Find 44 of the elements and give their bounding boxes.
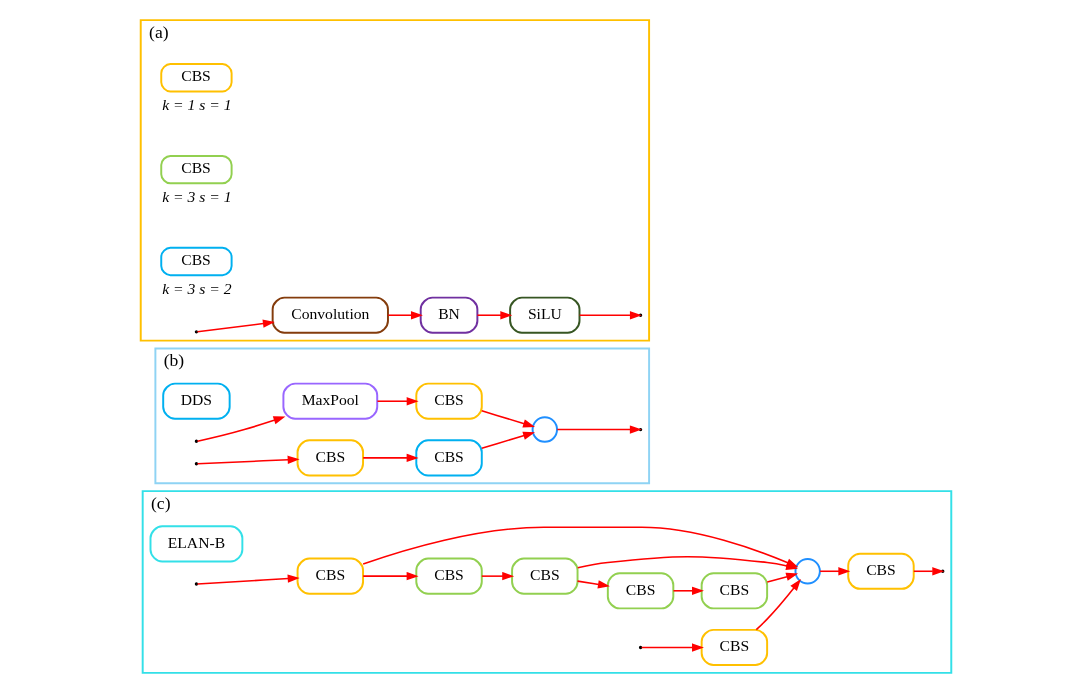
arrow xyxy=(196,416,286,443)
arrow xyxy=(376,397,419,406)
node-box: Convolution xyxy=(271,296,389,334)
node-box: DDS xyxy=(162,382,231,420)
arrow xyxy=(481,431,536,450)
node-box: CBS xyxy=(415,382,483,420)
node-box: CBS xyxy=(296,439,364,477)
node-box: CBS xyxy=(415,439,483,477)
arrow xyxy=(576,580,610,589)
node-box: CBS xyxy=(700,572,769,610)
node-box: CBS xyxy=(160,154,233,185)
node-box: CBS xyxy=(606,572,675,610)
node-circle xyxy=(531,416,558,443)
node-box: CBS xyxy=(700,628,769,667)
node-label: k = 3 s = 1 xyxy=(162,187,232,205)
node-box: ELAN-B xyxy=(149,525,244,563)
arrow xyxy=(819,567,851,576)
node-box: CBS xyxy=(847,552,915,590)
arrow xyxy=(196,455,300,465)
node-label: k = 1 s = 1 xyxy=(162,95,232,113)
arrow xyxy=(196,574,300,585)
arrow xyxy=(766,572,799,583)
node-box: CBS xyxy=(511,557,579,595)
node-box: CBS xyxy=(296,557,364,595)
node-box: MaxPool xyxy=(282,382,379,420)
arrow xyxy=(481,410,536,428)
node-circle xyxy=(794,558,821,585)
arrow xyxy=(362,571,419,581)
arrow xyxy=(640,643,704,652)
arrow xyxy=(556,425,642,434)
node-box: CBS xyxy=(160,63,233,93)
node-box: CBS xyxy=(415,557,483,595)
node-box: CBS xyxy=(160,246,233,277)
arrow xyxy=(481,571,515,581)
node-box: SiLU xyxy=(509,296,581,334)
arrow xyxy=(755,578,801,631)
arrow xyxy=(672,586,704,595)
node-label: k = 3 s = 2 xyxy=(162,279,232,297)
arrow xyxy=(362,453,419,463)
arrow xyxy=(387,311,423,320)
arrow xyxy=(578,311,642,320)
arrow xyxy=(196,319,275,333)
node-box: BN xyxy=(419,296,479,334)
arrow xyxy=(476,311,513,320)
